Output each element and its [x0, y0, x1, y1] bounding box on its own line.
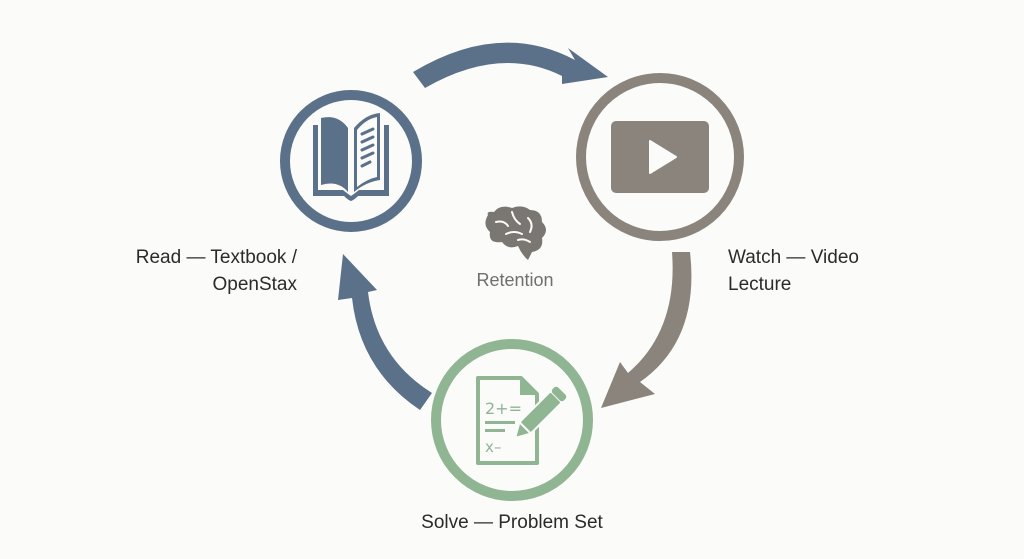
worksheet-pencil-icon: 2+= x–: [476, 376, 567, 465]
worksheet-variable-text: x–: [485, 438, 501, 456]
solve-label: Solve — Problem Set: [0, 509, 1024, 536]
solve-label-line-1: Solve — Problem Set: [421, 512, 603, 533]
read-label-line-2: OpenStax: [212, 274, 298, 295]
open-book-icon: [313, 113, 389, 201]
brain-icon: [485, 206, 546, 260]
watch-label: Watch — Video Lecture: [728, 244, 859, 298]
watch-label-line-1: Watch — Video: [728, 247, 859, 268]
play-triangle-icon: [649, 140, 677, 174]
worksheet-equation-text: 2+=: [485, 399, 522, 418]
node-read: [280, 90, 422, 232]
arrow-solve-to-read: [338, 254, 432, 410]
arrow-read-to-watch: [413, 42, 608, 88]
read-circle: [280, 90, 422, 232]
solve-circle: [431, 339, 593, 501]
watch-circle: [576, 73, 744, 241]
read-label-line-1: Read — Textbook /: [135, 247, 297, 268]
node-watch: [576, 73, 744, 241]
arrow-watch-to-solve: [601, 252, 692, 408]
read-label: Read — Textbook / OpenStax: [136, 244, 297, 298]
watch-label-line-2: Lecture: [728, 274, 792, 295]
node-solve: 2+= x–: [431, 339, 593, 501]
center-label: Retention: [476, 270, 554, 290]
